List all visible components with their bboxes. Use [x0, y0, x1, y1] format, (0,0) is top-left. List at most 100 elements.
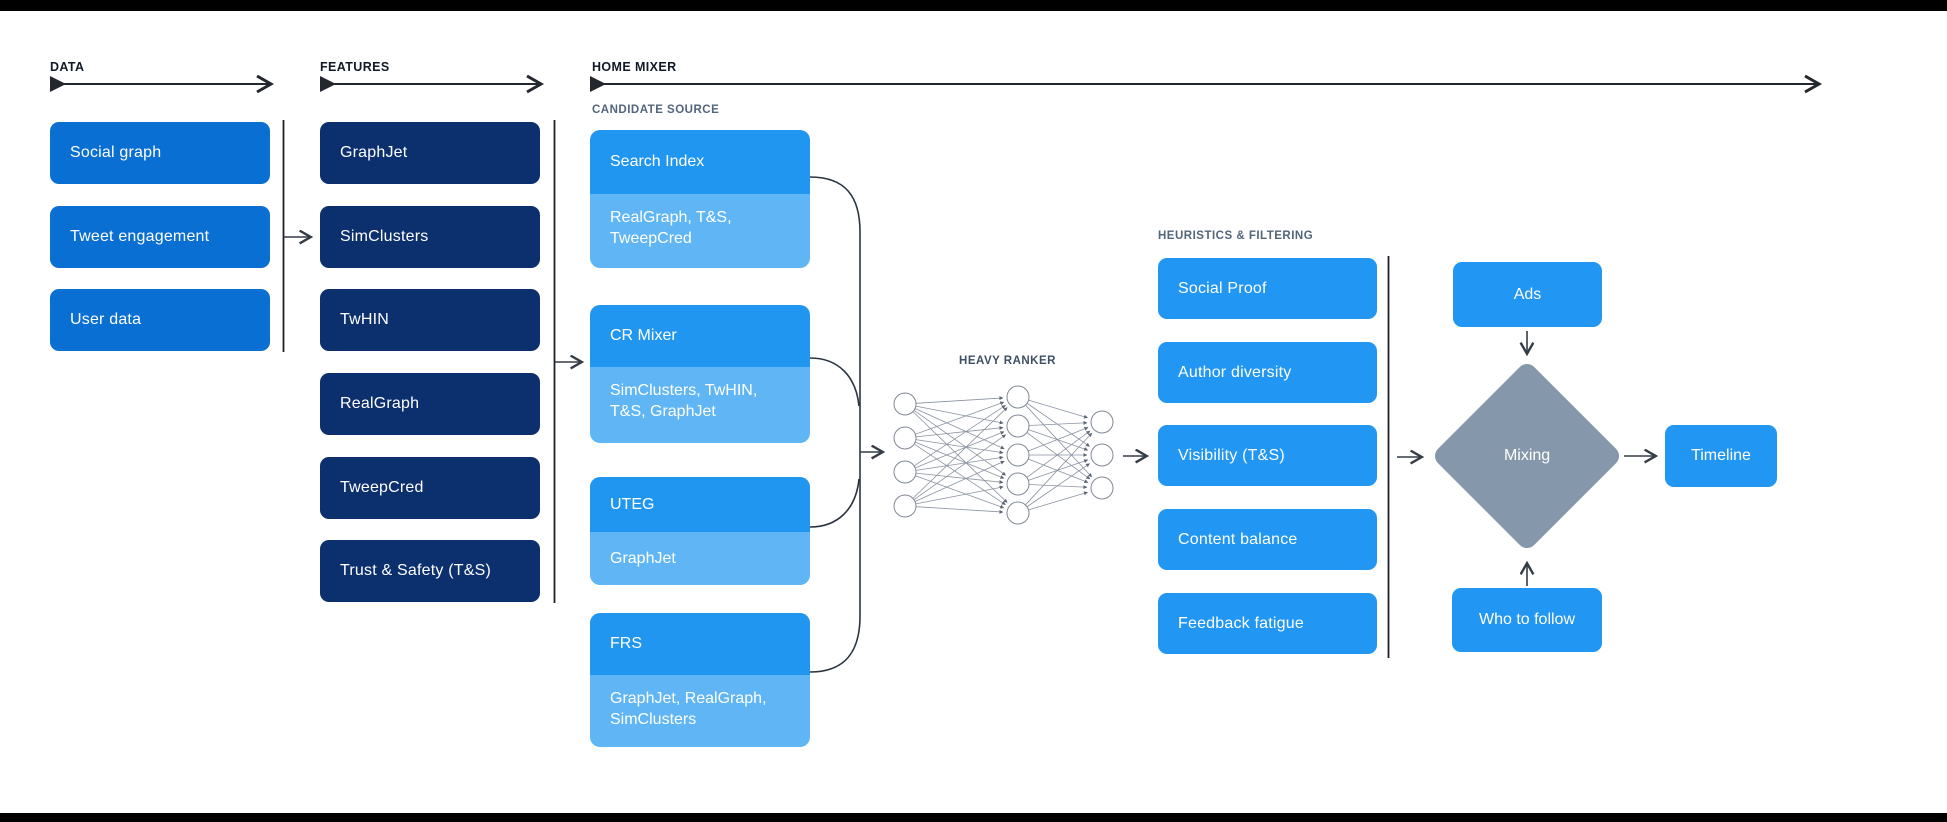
nn-node — [1090, 410, 1114, 434]
nn-node — [1090, 443, 1114, 467]
nn-node — [893, 426, 917, 450]
nn-edge — [915, 431, 1005, 469]
candidate-header: UTEG — [590, 477, 810, 532]
feature-box: GraphJet — [320, 122, 540, 184]
candidate-name: UTEG — [610, 495, 655, 513]
nn-edge — [1026, 402, 1090, 447]
top-frame-bar — [0, 0, 1947, 11]
bottom-frame-bar — [0, 813, 1947, 822]
nn-edge — [915, 472, 1004, 485]
nn-edge — [1026, 430, 1091, 478]
features-section-label: FEATURES — [320, 60, 390, 74]
data-source-box: Tweet engagement — [50, 206, 270, 268]
nn-edge — [1028, 420, 1088, 426]
nn-edge — [912, 411, 1008, 503]
heuristic-label: Social Proof — [1178, 279, 1267, 297]
candidate-source-label: CANDIDATE SOURCE — [592, 104, 720, 116]
heuristic-label: Visibility (T&S) — [1178, 446, 1285, 464]
candidate-bracket-outer — [809, 176, 861, 673]
candidate-name: Search Index — [610, 153, 705, 170]
feature-label: GraphJet — [340, 144, 408, 161]
feature-label: Trust & Safety (T&S) — [340, 562, 491, 579]
nn-edge — [1028, 491, 1088, 511]
nn-edge — [915, 475, 1005, 509]
nn-edge — [913, 443, 1006, 506]
data-source-box: Social graph — [50, 122, 270, 184]
feature-label: SimClusters — [340, 228, 429, 245]
feature-label: RealGraph — [340, 395, 420, 412]
candidate-name: CR Mixer — [610, 327, 677, 344]
timeline-box: Timeline — [1665, 425, 1777, 487]
data-source-label: Tweet engagement — [70, 228, 210, 245]
candidate-name: FRS — [610, 635, 642, 652]
heuristic-label: Content balance — [1178, 530, 1298, 548]
feature-box: SimClusters — [320, 206, 540, 268]
nn-node — [1006, 414, 1030, 438]
nn-node — [1090, 476, 1114, 500]
candidate-group-frs: FRS GraphJet, RealGraph, SimClusters — [590, 613, 810, 747]
nn-edge — [1028, 484, 1088, 490]
nn-edge — [1028, 459, 1089, 481]
candidate-group-search-index: Search Index RealGraph, T&S, TweepCred — [590, 130, 810, 268]
ads-label: Ads — [1513, 285, 1542, 303]
nn-edge — [912, 407, 1008, 499]
nn-edge — [1028, 399, 1088, 419]
candidate-group-uteg: UTEG GraphJet — [590, 477, 810, 585]
nn-edge — [913, 410, 1007, 476]
heuristic-box: Author diversity — [1158, 342, 1377, 403]
who-to-follow-box: Who to follow — [1452, 588, 1602, 652]
heuristic-box: Social Proof — [1158, 258, 1377, 319]
heuristic-box: Visibility (T&S) — [1158, 425, 1377, 486]
nn-node — [893, 392, 917, 416]
ads-box: Ads — [1453, 262, 1602, 327]
nn-node — [1006, 385, 1030, 409]
candidate-header: FRS — [590, 613, 810, 675]
timeline-label: Timeline — [1691, 447, 1751, 464]
feature-label: TweepCred — [340, 479, 424, 496]
candidate-inputs: RealGraph, T&S, TweepCred — [590, 194, 810, 268]
neural-network — [893, 385, 1114, 525]
nn-edge — [915, 441, 1005, 479]
nn-edge — [915, 425, 1004, 438]
candidate-group-cr-mixer: CR Mixer SimClusters, TwHIN, T&S, GraphJ… — [590, 305, 810, 443]
nn-edge — [1028, 426, 1089, 452]
nn-edge — [914, 460, 1005, 502]
feature-box: Trust & Safety (T&S) — [320, 540, 540, 602]
feature-box: TwHIN — [320, 289, 540, 351]
nn-node — [1006, 472, 1030, 496]
nn-node — [893, 460, 917, 484]
who-to-follow-label: Who to follow — [1478, 611, 1576, 628]
heuristic-label: Author diversity — [1178, 363, 1292, 381]
nn-edge — [915, 401, 1005, 435]
heavy-ranker-label: HEAVY RANKER — [959, 355, 1056, 367]
candidate-bracket-uteg — [809, 478, 860, 528]
nn-edge — [1025, 432, 1093, 506]
nn-edge — [913, 434, 1007, 500]
feature-box: TweepCred — [320, 457, 540, 519]
candidate-bracket-crmixer — [809, 357, 860, 407]
heuristic-box: Content balance — [1158, 509, 1377, 570]
feature-box: RealGraph — [320, 373, 540, 435]
nn-edge — [1026, 432, 1091, 480]
heuristics-filtering-label: HEURISTICS & FILTERING — [1158, 230, 1314, 242]
data-section-label: DATA — [50, 60, 85, 74]
feature-label: TwHIN — [340, 311, 389, 328]
candidate-inputs: GraphJet — [590, 532, 810, 585]
nn-node — [1006, 443, 1030, 467]
nn-edge — [915, 396, 1004, 404]
heuristic-label: Feedback fatigue — [1178, 614, 1304, 632]
nn-edge — [913, 404, 1006, 467]
nn-edge — [915, 455, 1004, 471]
nn-edge — [1028, 458, 1089, 484]
nn-edge — [915, 405, 1004, 425]
data-source-label: User data — [70, 311, 142, 328]
data-source-label: Social graph — [70, 144, 162, 161]
candidate-header: CR Mixer — [590, 305, 810, 367]
nn-edge — [1025, 404, 1093, 478]
nn-edge — [915, 485, 1004, 505]
nn-edge — [1026, 463, 1090, 508]
nn-edge — [915, 506, 1004, 514]
mixing-label: Mixing — [1503, 446, 1551, 464]
candidate-header: Search Index — [590, 130, 810, 194]
